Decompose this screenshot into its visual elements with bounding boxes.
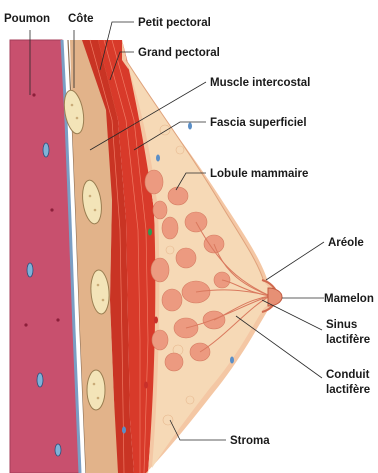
label-mamelon: Mamelon <box>324 293 374 305</box>
label-grand-pectoral: Grand pectoral <box>138 47 220 59</box>
nipple <box>268 288 282 306</box>
label-areole: Aréole <box>328 237 364 249</box>
label-muscle-intercostal: Muscle intercostal <box>210 77 310 89</box>
label-poumon: Poumon <box>4 13 50 25</box>
label-sinus-lactifere-line2: lactifère <box>326 334 370 346</box>
label-sinus-lactifere-line1: Sinus <box>326 319 357 331</box>
label-conduit-lactifere-line1: Conduit <box>326 369 370 381</box>
label-cote: Côte <box>68 13 94 25</box>
label-petit-pectoral: Petit pectoral <box>138 17 211 29</box>
label-fascia-superficiel: Fascia superficiel <box>210 117 307 129</box>
label-stroma: Stroma <box>230 435 270 447</box>
label-conduit-lactifere-line2: lactifère <box>326 384 370 396</box>
label-lobule-mammaire: Lobule mammaire <box>210 168 308 180</box>
